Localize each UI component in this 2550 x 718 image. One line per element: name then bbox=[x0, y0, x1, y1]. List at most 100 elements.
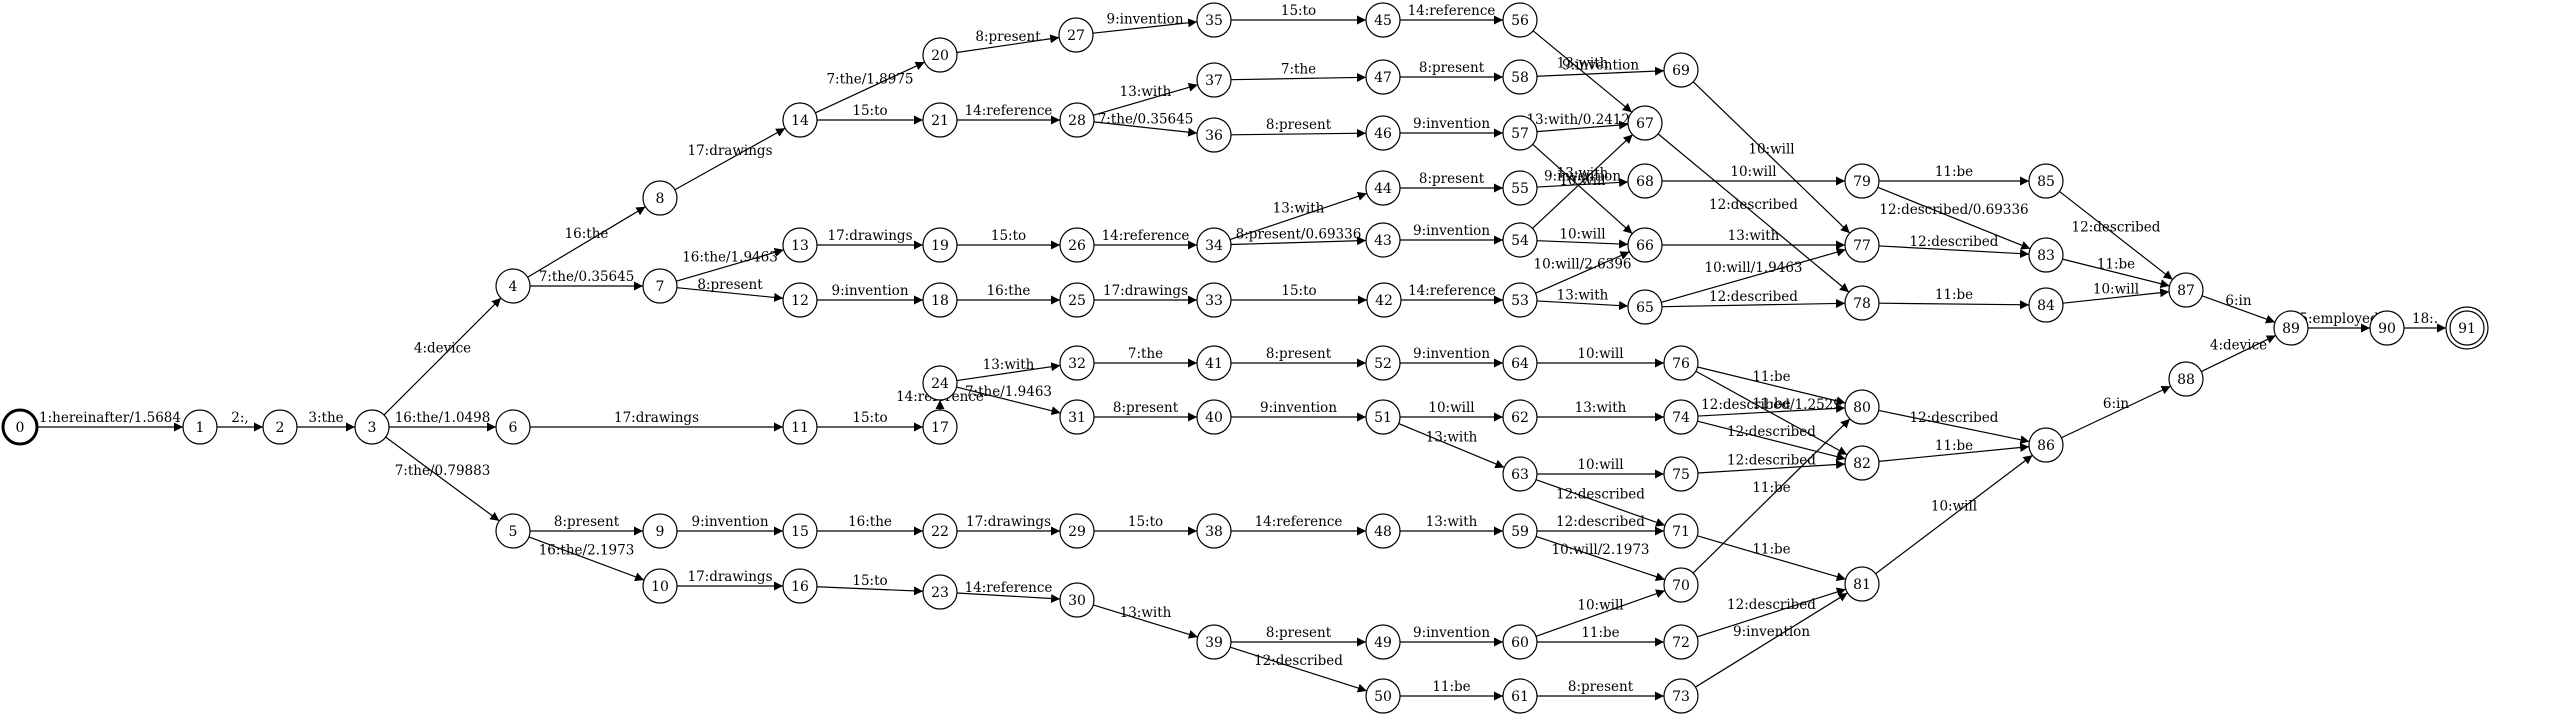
state-circle-77 bbox=[1844, 227, 1880, 263]
transition-label-31-40: 8:present bbox=[1113, 400, 1179, 416]
state-node-31: 31 bbox=[1059, 399, 1095, 435]
transition-label-71-81: 11:be bbox=[1752, 542, 1790, 558]
state-label-58: 58 bbox=[1511, 70, 1529, 86]
state-circle-10 bbox=[642, 568, 678, 604]
state-circle-91 bbox=[2449, 310, 2485, 346]
transition-label-28-37: 13:with bbox=[1120, 84, 1172, 100]
transition-label-23-30: 14:reference bbox=[965, 580, 1053, 596]
state-node-83: 83 bbox=[2028, 237, 2064, 273]
state-circle-49 bbox=[1365, 624, 1401, 660]
state-circle-17 bbox=[922, 409, 958, 445]
transition-label-22-29: 17:drawings bbox=[966, 514, 1051, 530]
transition-label-34-44: 13:with bbox=[1273, 201, 1325, 217]
state-node-69: 69 bbox=[1663, 52, 1699, 88]
state-node-25: 25 bbox=[1059, 282, 1095, 318]
transition-label-83-87: 11:be bbox=[2097, 257, 2135, 273]
state-label-44: 44 bbox=[1374, 181, 1392, 197]
state-label-8: 8 bbox=[656, 191, 665, 207]
state-circle-2 bbox=[262, 409, 298, 445]
state-node-18: 18 bbox=[922, 282, 958, 318]
state-circle-5 bbox=[495, 513, 531, 549]
state-circle-9 bbox=[642, 513, 678, 549]
transition-edge-69-77 bbox=[1692, 81, 1851, 234]
state-label-88: 88 bbox=[2177, 372, 2195, 388]
transition-edge-82-86 bbox=[1878, 443, 2030, 462]
state-node-81: 81 bbox=[1844, 566, 1880, 602]
transition-edge-74-82 bbox=[1697, 420, 1846, 461]
state-label-61: 61 bbox=[1511, 689, 1529, 705]
state-label-31: 31 bbox=[1068, 410, 1086, 426]
state-circle-51 bbox=[1365, 399, 1401, 435]
state-node-15: 15 bbox=[782, 513, 818, 549]
state-node-14: 14 bbox=[782, 102, 818, 138]
state-circle-66 bbox=[1627, 227, 1663, 263]
state-node-61: 61 bbox=[1502, 678, 1538, 714]
transition-label-20-27: 8:present bbox=[975, 29, 1041, 45]
transition-edge-58-69 bbox=[1536, 66, 1665, 77]
transition-label-54-66: 10:will bbox=[1559, 227, 1605, 243]
state-label-15: 15 bbox=[791, 524, 809, 540]
state-label-77: 77 bbox=[1853, 238, 1871, 254]
transition-label-88-89: 4:device bbox=[2210, 338, 2267, 354]
state-node-70: 70 bbox=[1663, 567, 1699, 603]
state-label-6: 6 bbox=[509, 420, 518, 436]
state-circle-38 bbox=[1196, 513, 1232, 549]
state-label-7: 7 bbox=[656, 279, 665, 295]
transition-edge-8-14 bbox=[674, 127, 786, 191]
state-circle-52 bbox=[1365, 345, 1401, 381]
state-circle-83 bbox=[2028, 237, 2064, 273]
state-node-44: 44 bbox=[1365, 170, 1401, 206]
state-circle-25 bbox=[1059, 282, 1095, 318]
state-label-55: 55 bbox=[1511, 181, 1529, 197]
state-circle-67 bbox=[1627, 105, 1663, 141]
state-node-65: 65 bbox=[1627, 289, 1663, 325]
transition-label-70-80: 11:be bbox=[1752, 480, 1790, 496]
state-label-66: 66 bbox=[1636, 238, 1654, 254]
state-node-59: 59 bbox=[1502, 513, 1538, 549]
state-label-17: 17 bbox=[931, 420, 949, 436]
state-label-81: 81 bbox=[1853, 577, 1871, 593]
transition-edge-65-78 bbox=[1661, 298, 1846, 308]
transition-edge-3-5 bbox=[385, 436, 500, 522]
transition-label-77-83: 12:described bbox=[1910, 234, 1999, 250]
state-node-24: 24 bbox=[922, 365, 958, 401]
transition-label-61-73: 8:present bbox=[1568, 679, 1634, 695]
transition-edge-72-81 bbox=[1697, 587, 1846, 638]
transition-label-68-79: 10:will bbox=[1730, 164, 1776, 180]
transition-edge-84-87 bbox=[2062, 288, 2170, 304]
state-circle-40 bbox=[1196, 399, 1232, 435]
transition-edge-59-70 bbox=[1535, 535, 1666, 581]
transition-label-37-47: 7:the bbox=[1281, 62, 1316, 78]
state-node-1: 1 bbox=[182, 409, 218, 445]
state-label-12: 12 bbox=[791, 293, 809, 309]
state-label-3: 3 bbox=[368, 420, 377, 436]
state-circle-43 bbox=[1365, 222, 1401, 258]
state-label-54: 54 bbox=[1511, 233, 1529, 249]
state-label-23: 23 bbox=[931, 585, 949, 601]
state-circle-32 bbox=[1059, 345, 1095, 381]
state-circle-75 bbox=[1663, 456, 1699, 492]
transition-label-65-78: 12:described bbox=[1709, 289, 1798, 305]
state-node-49: 49 bbox=[1365, 624, 1401, 660]
state-circle-44 bbox=[1365, 170, 1401, 206]
state-node-90: 90 bbox=[2369, 310, 2405, 346]
transition-label-10-16: 17:drawings bbox=[687, 569, 772, 585]
state-label-65: 65 bbox=[1636, 300, 1654, 316]
state-label-30: 30 bbox=[1068, 593, 1086, 609]
transition-label-63-75: 10:will bbox=[1577, 457, 1623, 473]
transition-edge-74-80 bbox=[1697, 403, 1846, 417]
state-circle-8 bbox=[642, 180, 678, 216]
transition-label-5-10: 16:the/2.1973 bbox=[539, 543, 635, 559]
state-node-9: 9 bbox=[642, 513, 678, 549]
state-node-22: 22 bbox=[922, 513, 958, 549]
transition-label-41-52: 8:present bbox=[1266, 346, 1332, 362]
state-circle-27 bbox=[1058, 17, 1094, 53]
state-circle-47 bbox=[1365, 59, 1401, 95]
state-node-89: 89 bbox=[2273, 310, 2309, 346]
state-node-54: 54 bbox=[1502, 222, 1538, 258]
transition-edge-34-43 bbox=[1230, 236, 1367, 246]
state-circle-53 bbox=[1502, 282, 1538, 318]
state-label-35: 35 bbox=[1205, 13, 1223, 29]
state-circle-20 bbox=[922, 37, 958, 73]
state-node-17: 17 bbox=[922, 409, 958, 445]
